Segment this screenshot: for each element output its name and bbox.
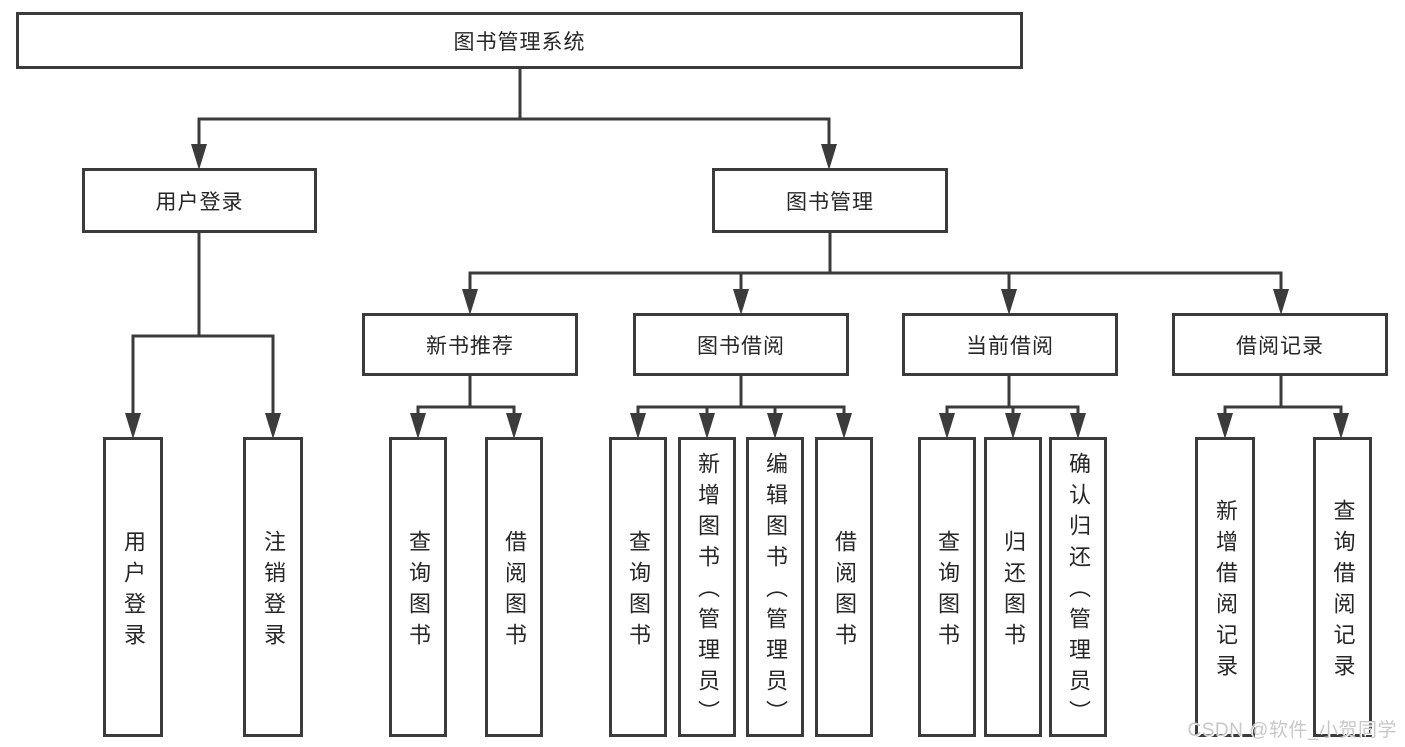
leaf-label: 注销登录	[261, 529, 286, 654]
leaf-label: 查询图书	[935, 529, 960, 654]
leaf-label: 用户登录	[121, 529, 146, 654]
node-user-login: 用户登录	[82, 168, 317, 233]
leaf-label: 归还图书	[1001, 529, 1026, 654]
leaf-user-login: 用户登录	[103, 437, 163, 737]
node-label: 图书管理	[786, 190, 874, 214]
leaf-newbook-query-books: 查询图书	[389, 437, 447, 737]
node-borrowing-records: 借阅记录	[1172, 313, 1388, 376]
leaf-newbook-borrow-books: 借阅图书	[485, 437, 543, 737]
leaf-borrowing-query-books: 查询图书	[609, 437, 667, 737]
node-book-borrowing: 图书借阅	[633, 313, 849, 376]
connector-borrow-record-to-leaves	[1223, 376, 1343, 415]
arrowheads	[125, 144, 1349, 439]
leaf-current-query-books: 查询图书	[918, 437, 976, 737]
leaf-label: 确认归还（管理员）	[1066, 452, 1091, 731]
node-label: 图书借阅	[697, 334, 785, 358]
connector-book-mgmt-to-level3	[468, 233, 1283, 291]
connector-book-borrow-to-leaves	[636, 376, 846, 415]
node-current-borrowing: 当前借阅	[902, 313, 1118, 376]
node-new-book-recommend: 新书推荐	[362, 313, 578, 376]
connector-root-to-level2	[197, 69, 831, 146]
leaf-records-add-borrow-record: 新增借阅记录	[1195, 437, 1255, 737]
node-label: 借阅记录	[1236, 334, 1324, 358]
leaf-current-confirm-return-admin: 确认归还（管理员）	[1049, 437, 1107, 737]
leaf-logout: 注销登录	[243, 437, 303, 737]
leaf-label: 新增借阅记录	[1213, 498, 1238, 685]
connector-user-login-to-leaves	[131, 233, 275, 415]
leaf-borrowing-edit-books-admin: 编辑图书（管理员）	[746, 437, 804, 737]
leaf-borrowing-add-books-admin: 新增图书（管理员）	[678, 437, 736, 737]
connector-current-borrow-to-leaves	[945, 376, 1080, 415]
leaf-label: 查询图书	[626, 529, 651, 654]
leaf-records-query-borrow-record: 查询借阅记录	[1313, 437, 1372, 737]
node-book-management: 图书管理	[712, 168, 948, 233]
node-label: 用户登录	[155, 190, 244, 214]
leaf-label: 查询借阅记录	[1330, 498, 1356, 685]
leaf-current-return-books: 归还图书	[984, 437, 1042, 737]
leaf-borrowing-borrow-books: 借阅图书	[815, 437, 873, 737]
node-label: 图书管理系统	[453, 30, 586, 54]
node-root-library-system: 图书管理系统	[16, 12, 1023, 69]
csdn-watermark: CSDN @软件_小贺同学	[1187, 720, 1397, 741]
leaf-label: 借阅图书	[502, 529, 527, 654]
node-label: 新书推荐	[426, 334, 514, 358]
node-label: 当前借阅	[966, 334, 1054, 358]
connector-new-book-rec-to-leaves	[416, 376, 516, 415]
leaf-label: 编辑图书（管理员）	[763, 452, 788, 731]
leaf-label: 借阅图书	[832, 529, 857, 654]
leaf-label: 新增图书（管理员）	[695, 452, 720, 731]
leaf-label: 查询图书	[406, 529, 431, 654]
